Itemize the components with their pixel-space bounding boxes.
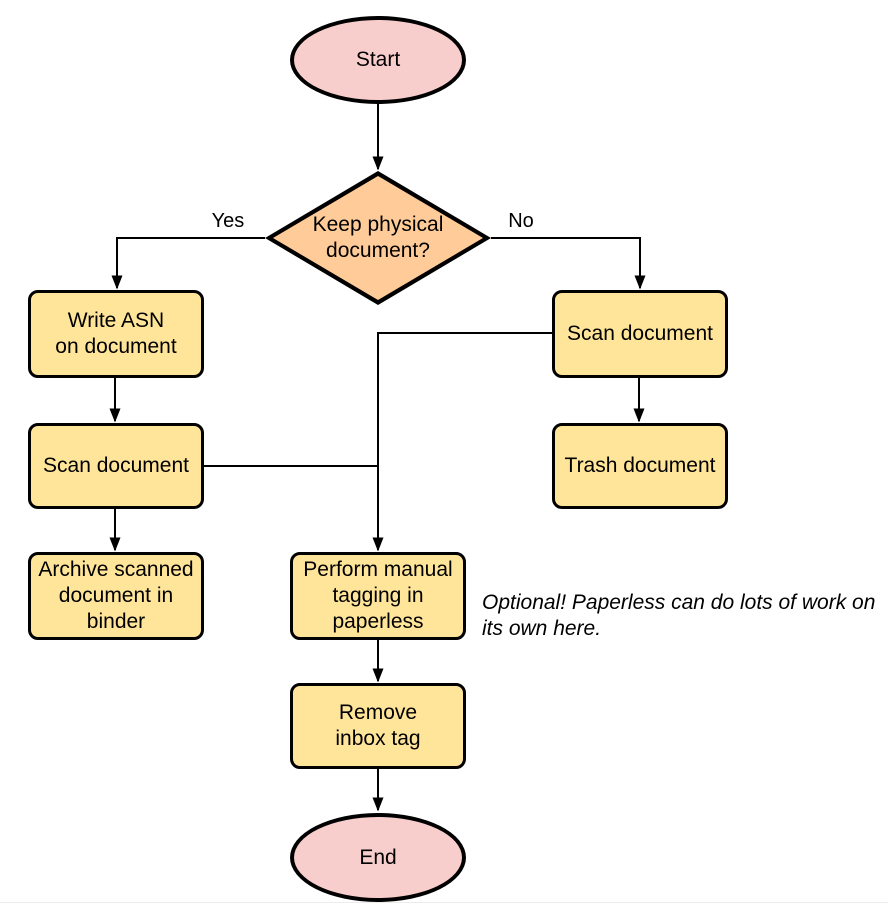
connector-scan-right-to-tagging <box>372 332 552 552</box>
page-bottom-divider <box>0 902 888 903</box>
connector-decision-no-to-scan-right <box>491 237 646 290</box>
node-archive-scanned-document: Archive scanned document in binder <box>28 552 204 640</box>
node-scan-document-left: Scan document <box>28 423 204 509</box>
edge-label-no: No <box>491 209 551 233</box>
connector-decision-yes-to-write-asn <box>111 237 265 290</box>
node-perform-manual-tagging: Perform manual tagging in paperless <box>290 552 466 640</box>
node-scan-document-right: Scan document <box>552 290 728 378</box>
edge-label-yes: Yes <box>198 209 258 233</box>
node-remove-inbox-tag: Remove inbox tag <box>290 683 466 769</box>
decision-label: Keep physical document? <box>312 213 444 262</box>
node-decision-keep-physical-document: Keep physical document? <box>265 171 491 305</box>
node-trash-document: Trash document <box>552 423 728 509</box>
node-end: End <box>290 813 466 902</box>
annotation-optional-note: Optional! Paperless can do lots of work … <box>482 591 876 640</box>
node-write-asn-on-document: Write ASN on document <box>28 290 204 378</box>
node-start: Start <box>290 16 466 104</box>
